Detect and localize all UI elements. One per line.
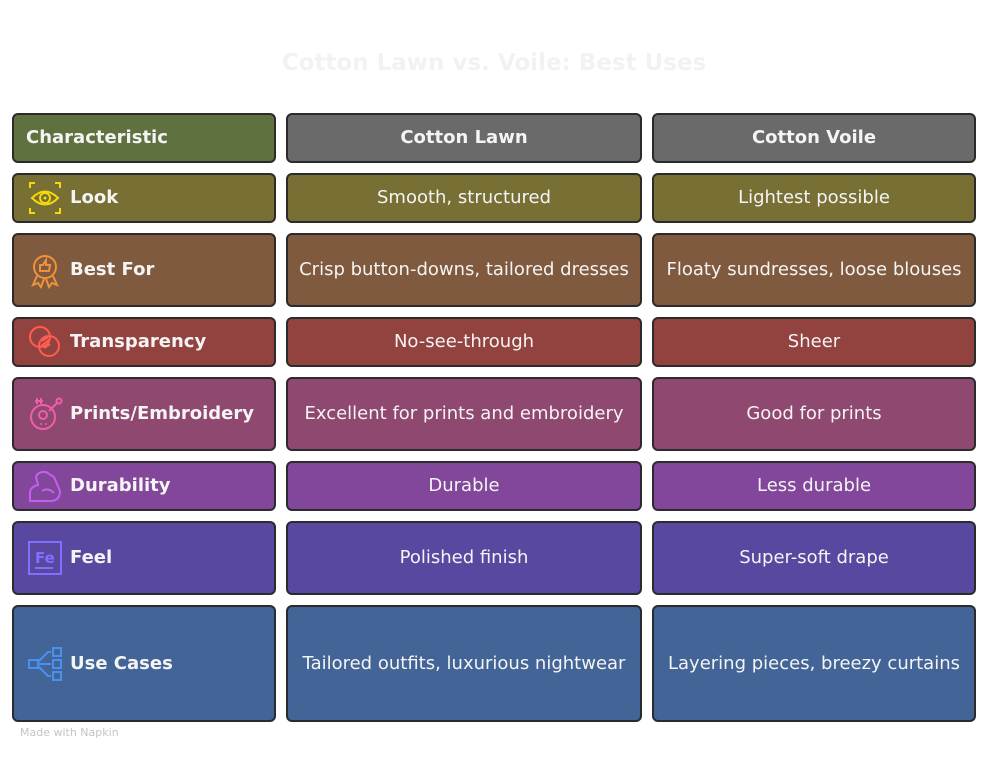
diagram-title: Cotton Lawn vs. Voile: Best Uses	[281, 50, 707, 76]
cotton-lawn-cell: Polished finish	[286, 521, 642, 595]
cotton-lawn-cell: Tailored outfits, luxurious nightwear	[286, 605, 642, 722]
embroidery-hoop-icon	[30, 397, 63, 430]
cotton-voile-cell: Super-soft drape	[652, 521, 976, 595]
cotton-lawn-cell: Crisp button-downs, tailored dresses	[286, 233, 642, 307]
badge-thumbs-up-icon	[31, 255, 59, 289]
cotton-voile-cell: Floaty sundresses, loose blouses	[652, 233, 976, 307]
row-label-cell: Look	[12, 173, 276, 223]
cotton-lawn-cell: Smooth, structured	[286, 173, 642, 223]
row-label: Use Cases	[70, 652, 173, 674]
cotton-voile-cell: Layering pieces, breezy curtains	[652, 605, 976, 722]
row-label: Feel	[70, 547, 113, 568]
fe-element-icon: Fe	[28, 541, 62, 575]
cotton-voile-cell: Lightest possible	[652, 173, 976, 223]
row-label-cell: Use Cases	[12, 605, 276, 722]
header-cotton-lawn: Cotton Lawn	[286, 113, 642, 163]
cotton-lawn-cell: Excellent for prints and embroidery	[286, 377, 642, 451]
row-label: Prints/Embroidery	[70, 403, 254, 424]
row-label-cell: Fe Feel	[12, 521, 276, 595]
cotton-voile-cell: Sheer	[652, 317, 976, 367]
row-label-cell: Best For	[12, 233, 276, 307]
napkin-footer: Made with Napkin	[20, 726, 119, 739]
cotton-voile-cell: Good for prints	[652, 377, 976, 451]
row-label: Look	[70, 187, 119, 208]
eye-icon	[29, 182, 61, 214]
row-label: Durability	[70, 475, 171, 496]
cotton-lawn-cell: Durable	[286, 461, 642, 511]
cotton-voile-cell: Less durable	[652, 461, 976, 511]
flow-branches-icon	[28, 646, 62, 681]
cotton-lawn-cell: No-see-through	[286, 317, 642, 367]
row-label: Transparency	[70, 331, 207, 352]
overlapping-circles-icon	[29, 326, 60, 357]
row-label-cell: Prints/Embroidery	[12, 377, 276, 451]
row-label: Best For	[70, 259, 155, 280]
header-characteristic: Characteristic	[12, 113, 276, 163]
svg-text:Fe: Fe	[35, 549, 55, 567]
flexed-arm-icon	[29, 470, 62, 502]
header-cotton-voile: Cotton Voile	[652, 113, 976, 163]
row-label-cell: Transparency	[12, 317, 276, 367]
row-label-cell: Durability	[12, 461, 276, 511]
